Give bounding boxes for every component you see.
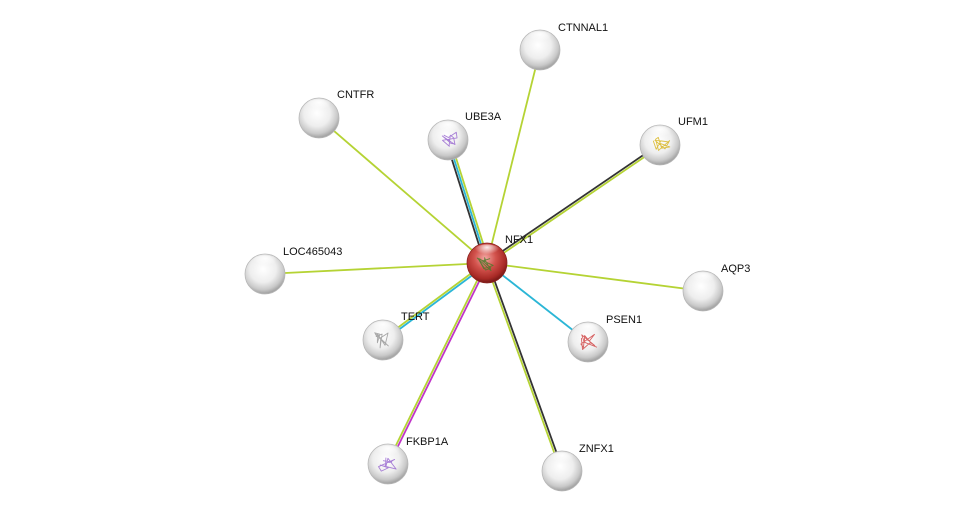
edge-nfx1-cntfr [318,117,488,264]
edge-strand [381,261,487,340]
edge-strand [449,139,490,263]
edge-nfx1-fkbp1a [386,262,489,465]
node-fkbp1a[interactable]: FKBP1A [367,436,449,485]
node-highlight [374,445,402,461]
edge-nfx1-tert [381,261,489,342]
node-label: UFM1 [678,116,708,128]
edge-strand [486,49,541,264]
edge-strand [318,117,488,264]
edge-strand [447,139,488,264]
node-label: LOC465043 [283,246,342,258]
protein-structure-icon [378,457,397,472]
edge-nfx1-ctnnal1 [486,49,541,264]
edge-nfx1-ufm1 [485,143,662,265]
node-highlight [526,31,554,47]
node-psen1[interactable]: PSEN1 [567,314,642,363]
edge-strand [386,262,487,464]
node-highlight [251,255,279,271]
node-label: UBE3A [465,111,502,123]
edge-nfx1-aqp3 [486,262,704,292]
protein-structure-icon [476,257,494,272]
node-highlight [369,321,397,337]
edge-strand [486,262,704,292]
edges-layer [264,49,704,472]
node-cntfr[interactable]: CNTFR [298,89,374,139]
node-highlight [574,323,602,339]
node-label: AQP3 [721,263,750,275]
edge-nfx1-loc465043 [264,262,488,275]
edge-strand [485,263,562,472]
node-label: NFX1 [505,234,533,246]
node-highlight [434,121,462,137]
node-ufm1[interactable]: UFM1 [639,116,708,166]
node-label: CNTFR [337,89,374,101]
edge-strand [486,262,589,343]
edge-strand [388,263,489,465]
node-label: TERT [401,311,430,323]
edge-strand [264,262,488,275]
node-aqp3[interactable]: AQP3 [682,263,750,312]
node-highlight [548,452,576,468]
node-label: ZNFX1 [579,443,614,455]
edge-nfx1-znfx1 [485,262,564,472]
node-ctnnal1[interactable]: CTNNAL1 [519,22,608,71]
node-highlight [305,99,333,115]
node-ube3a[interactable]: UBE3A [427,111,502,161]
node-label: CTNNAL1 [558,22,608,34]
node-highlight [473,244,501,260]
node-highlight [689,272,717,288]
edge-strand [487,262,564,471]
node-loc465043[interactable]: LOC465043 [244,246,342,295]
node-highlight [646,126,674,142]
edge-strand [487,145,662,265]
edge-nfx1-ube3a [445,139,490,264]
node-label: PSEN1 [606,314,642,326]
edge-strand [383,263,489,342]
node-znfx1[interactable]: ZNFX1 [541,443,614,492]
node-nfx1[interactable]: NFX1 [466,234,533,284]
edge-strand [445,140,486,264]
node-label: FKBP1A [406,436,449,448]
node-tert[interactable]: TERT [362,311,430,361]
edge-nfx1-psen1 [486,262,589,343]
edge-strand [485,143,660,263]
